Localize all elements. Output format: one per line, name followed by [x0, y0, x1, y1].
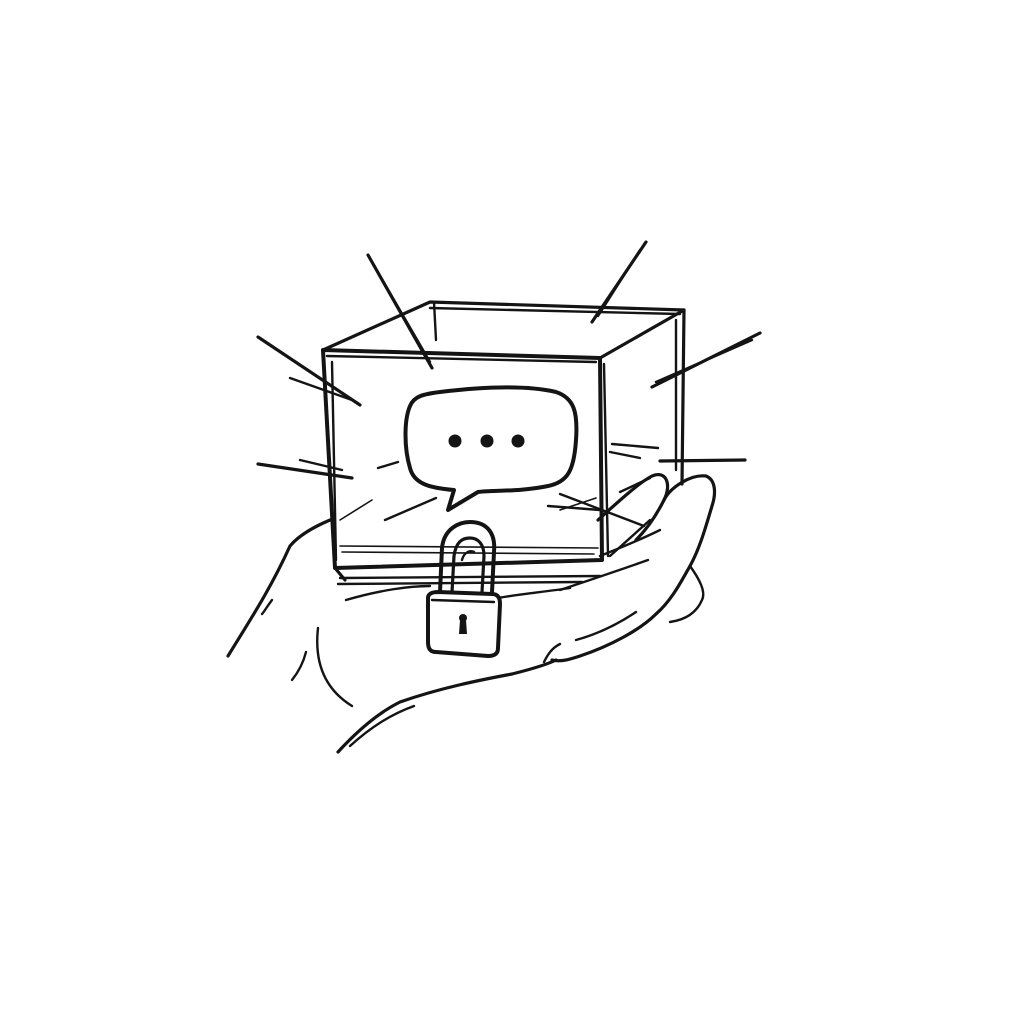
padlock-icon: [426, 520, 502, 658]
ellipsis-dot: [480, 434, 494, 448]
keyhole-icon: [459, 614, 467, 634]
ellipsis-dot: [511, 434, 525, 448]
speech-bubble-icon: [403, 385, 579, 512]
ellipsis-dot: [448, 434, 462, 448]
hand-icon: [226, 473, 717, 754]
cube-box-icon: [321, 300, 686, 586]
